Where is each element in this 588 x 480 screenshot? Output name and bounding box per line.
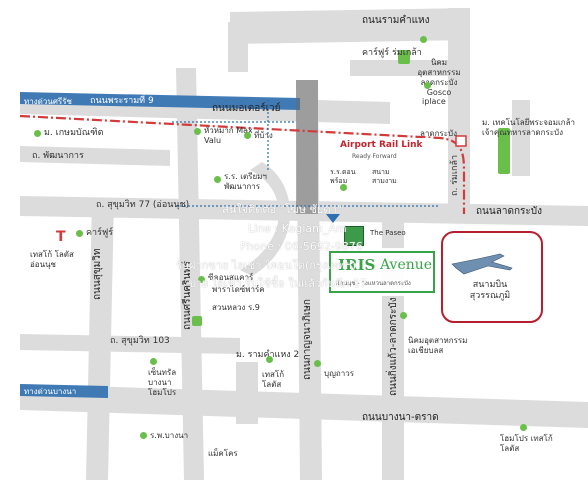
- green-block-gosco: [398, 50, 410, 64]
- road-label-lat-krabang: ถนนลาดกระบัง: [476, 206, 542, 217]
- project-logo-background: [326, 248, 438, 296]
- landmark-dot-kasem-bundit: [34, 130, 41, 137]
- landmark-triam-pattanakarn: ร.ร. เตรียมฯ พัฒนาการ: [224, 172, 267, 191]
- project-location-pin-icon: [326, 214, 340, 223]
- landmark-carrefour-romklao: คาร์ฟูร์ ร่มเกล้า: [362, 48, 422, 58]
- project-location-marker: [344, 226, 364, 246]
- landmark-dot-central: [150, 358, 157, 365]
- road-label-sukhumvit103: ถ. สุขุมวิท 103: [110, 336, 170, 346]
- landmark-huamark-maxvalu: หัวหมาก Max Valu: [204, 126, 253, 145]
- landmark-airport: สนามบิน สุวรรณภูมิ: [469, 280, 511, 301]
- road-srinakarin: [176, 68, 204, 480]
- landmark-dot-bangplee: [400, 312, 407, 319]
- project-logo-word2: Avenue: [380, 257, 433, 273]
- lat-krabang-station-icon: [455, 135, 467, 147]
- landmark-dot-triam: [214, 176, 221, 183]
- landmark-dot-rp-bangna: [140, 432, 147, 439]
- landmark-makro: แม็คโคร: [208, 449, 238, 458]
- road-ramkhamhaeng: [230, 8, 470, 44]
- watermark-line3: Phone : 06-5692-9876: [240, 240, 363, 253]
- landmark-dot-iplace: [424, 82, 431, 89]
- landmark-dot-homepro: [520, 424, 527, 431]
- road-label-sukhumvit77: ถ. สุขุมวิท 77 (อ่อนนุช): [96, 200, 190, 210]
- road-label-ramkhamhaeng: ถนนรามคำแหง: [362, 15, 430, 26]
- landmark-bangplee-estate: นิคมอุตสาหกรรม เอเชียบลส: [408, 336, 468, 355]
- airport-rail-link-logo-bg: [336, 138, 432, 160]
- landmark-dot-seacon: [198, 276, 205, 283]
- landmark-thaitrade: ที่บ้าง: [254, 131, 273, 140]
- landmark-iplace: iplace: [422, 97, 446, 106]
- road-ramkhamhaeng-vertical: [228, 22, 248, 72]
- landmark-dot-ramkhamhaeng2: [266, 356, 273, 363]
- green-block-suanluang: [192, 316, 202, 326]
- dotted-route-north: [172, 100, 296, 170]
- road-pattanakarn: [20, 146, 170, 166]
- road-label-kingkaew: ถนนกิ่งแก้ว-ลาดกระบัง: [388, 297, 399, 396]
- watermark-line2: Line : Kagiam_Am: [248, 222, 347, 235]
- project-logo-frame: [329, 251, 435, 293]
- landmark-homepro-lotus: โฮมโปร เทสโก้ โลตัส: [500, 434, 553, 453]
- expressway-si-rat: [20, 92, 300, 110]
- landmark-the-paseo: The Paseo: [370, 229, 406, 237]
- landmark-tesco-onnut: เทสโก้ โลตัส อ่อนนุช: [30, 250, 74, 269]
- road-label-rama9: ถนนพระรามที่ 9: [90, 96, 154, 106]
- landmark-dot-thaitrade: [244, 132, 251, 139]
- airport-rail-link-line: [19, 114, 466, 214]
- landmark-dot-bunkaow: [314, 360, 321, 367]
- landmark-dot-carrefour: [76, 230, 83, 237]
- road-right-connector: [512, 100, 530, 176]
- airport-rail-link-logo: Airport Rail Link: [340, 140, 423, 150]
- road-label-bangna-trad: ถนนบางนา-ตราด: [362, 412, 439, 423]
- landmark-kasem-bundit: ม. เกษมบัณฑิต: [44, 128, 104, 138]
- road-romklao-connector: [350, 60, 470, 76]
- landmark-dot-school-right: [340, 184, 347, 191]
- airplane-icon: [451, 253, 513, 275]
- airport-box: [441, 231, 543, 323]
- landmark-school-right: ร.ร.ดอน พร้อม: [330, 168, 356, 185]
- landmark-golf: สนาม สามงาม: [372, 168, 397, 185]
- road-sukhumvit-vertical: [86, 200, 114, 480]
- road-seacon-curve: [240, 162, 291, 276]
- landmark-suanluang: สวนหลวง ร.9: [212, 303, 260, 312]
- landmark-central-bangna: เซ็นทรัล บางนา โฮมโปร: [148, 368, 177, 397]
- road-label-si-rat-expressway: ทางด่วนศรีรัช: [24, 97, 72, 106]
- green-block-technology: [498, 128, 510, 174]
- airport-rail-link-tagline: Ready Forward: [352, 153, 397, 160]
- tesco-logo-icon: T: [56, 229, 66, 245]
- road-label-kanchanaphisek: ถนนกาญจนาภิเษก: [302, 299, 313, 380]
- project-logo-word: IRIS: [338, 256, 376, 274]
- landmark-tesco-lotus2: เทสโก้ โลตัส: [262, 370, 285, 389]
- landmark-technology-ladkrabang: ม. เทคโนโลยีพระจอมเกล้า เจ้าคุณทหารลาดกร…: [482, 118, 575, 137]
- landmark-bunkaow: บุญถาวร: [324, 369, 355, 378]
- road-label-sukhumvit-vertical: ถนนสุขุมวิท: [92, 248, 103, 300]
- road-label-romklao: ถ. ร่มเกล้า: [450, 154, 460, 196]
- landmark-dot-carrefour-romklao: [420, 36, 427, 43]
- lat-krabang-station-label: ลาดกระบัง: [420, 129, 458, 138]
- landmark-carrefour: คาร์ฟูร์: [86, 228, 114, 238]
- landmark-ramkhamhaeng2: ม. รามคำแหง 2: [236, 350, 300, 360]
- road-label-pattanakarn: ถ. พัฒนาการ: [32, 151, 84, 161]
- landmark-seacon: ซีคอนสแควร์: [208, 273, 254, 282]
- landmark-rp-bangna: ร.พ.บางนา: [150, 431, 189, 440]
- landmark-paradise-park: พาราไดซ์พาร์ค: [212, 285, 265, 294]
- expressway-bangna: [20, 384, 108, 398]
- road-label-bangna-expressway: ทางด่วนบางนา: [24, 387, 77, 396]
- watermark-line1: สนใจติดต่อ "โฆษ ชัยดา": [222, 203, 342, 216]
- watermark-line5: ขาย ไลเช่า รับใช้ซื้อ ในแล้วกันนึก 27: [188, 277, 367, 290]
- watermark-line4: รับฝากขาย ไลเช่า ไคอนโด(กรุงเทพฯ): [176, 259, 357, 272]
- road-ramkhamhaeng2-spur: [236, 362, 258, 424]
- project-logo-sub: อ่อนนุช - วงแหวนลาดกระบัง: [336, 280, 411, 287]
- road-label-motorway: ถนนมอเตอร์เวย์: [212, 103, 281, 114]
- expressway-kanchanaphisek: [296, 80, 318, 214]
- landmark-gosco: นิคมอุตสาหกรรม ลาดกระบัง Gosco: [417, 58, 461, 97]
- landmark-dot-huamark: [194, 128, 201, 135]
